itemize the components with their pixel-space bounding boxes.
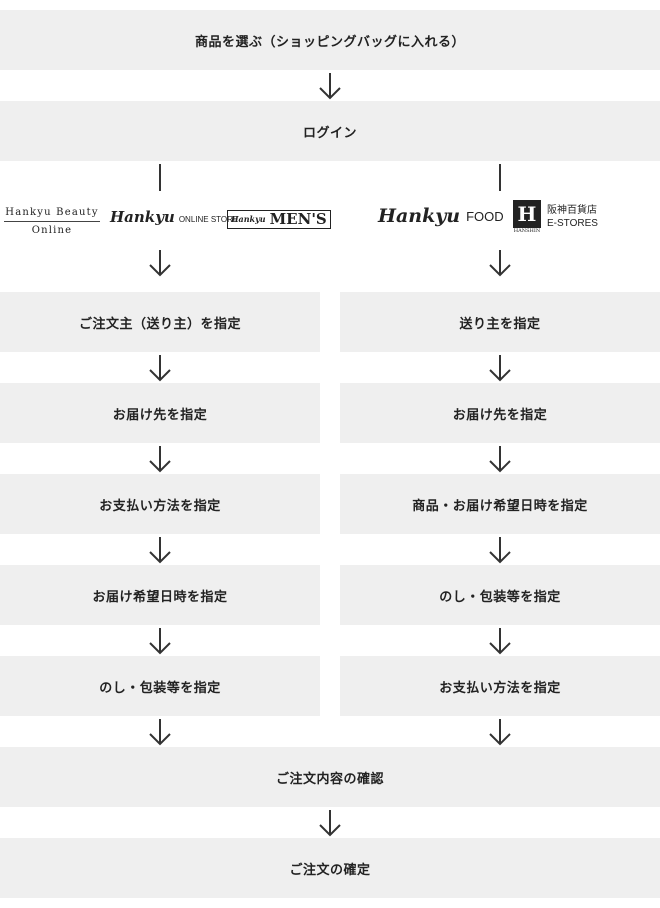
hankyu-food-logo: Hankyu FOOD bbox=[378, 205, 504, 227]
mens-script: Hankyu bbox=[231, 214, 266, 224]
right-step-1: 送り主を指定 bbox=[340, 292, 660, 352]
arrow-down-icon bbox=[319, 810, 341, 837]
logo-rule bbox=[4, 221, 100, 222]
hanshin-small: HANSHIN bbox=[513, 228, 541, 234]
step-login: ログイン bbox=[0, 101, 660, 161]
hanshin-estores-logo: H HANSHIN 阪神百貨店 E-STORES bbox=[513, 200, 598, 234]
arrow-down-icon bbox=[149, 250, 171, 277]
arrow-down-icon bbox=[489, 355, 511, 382]
arrow-down-icon bbox=[319, 73, 341, 100]
right-step-4: のし・包装等を指定 bbox=[340, 565, 660, 625]
arrow-down-icon bbox=[149, 628, 171, 655]
step-select-product: 商品を選ぶ（ショッピングバッグに入れる） bbox=[0, 10, 660, 70]
food-word: FOOD bbox=[466, 208, 504, 224]
arrow-down-icon bbox=[489, 537, 511, 564]
right-step-3: 商品・お届け希望日時を指定 bbox=[340, 474, 660, 534]
arrow-down-icon bbox=[489, 628, 511, 655]
right-step-2: お届け先を指定 bbox=[340, 383, 660, 443]
hankyu-script: Hankyu bbox=[110, 208, 175, 226]
branch-line-left bbox=[159, 164, 161, 191]
hanshin-en: E-STORES bbox=[547, 218, 598, 229]
arrow-down-icon bbox=[149, 446, 171, 473]
hankyu-beauty-line1: Hankyu Beauty bbox=[5, 207, 99, 218]
step-order-finalize: ご注文の確定 bbox=[0, 838, 660, 898]
left-step-4: お届け希望日時を指定 bbox=[0, 565, 320, 625]
left-step-1: ご注文主（送り主）を指定 bbox=[0, 292, 320, 352]
hankyu-mens-logo: Hankyu MEN'S bbox=[227, 210, 331, 229]
arrow-down-icon bbox=[149, 719, 171, 746]
right-step-5: お支払い方法を指定 bbox=[340, 656, 660, 716]
hankyu-beauty-online-logo: Hankyu Beauty Online bbox=[4, 206, 100, 237]
online-store-text: ONLINE STORE bbox=[178, 215, 239, 224]
hankyu-beauty-line2: Online bbox=[31, 225, 73, 236]
arrow-down-icon bbox=[149, 355, 171, 382]
mens-word: MEN'S bbox=[269, 210, 327, 228]
step-order-confirm: ご注文内容の確認 bbox=[0, 747, 660, 807]
hankyu-online-store-logo: Hankyu ONLINE STORE bbox=[110, 208, 238, 226]
arrow-down-icon bbox=[489, 719, 511, 746]
hanshin-jp: 阪神百貨店 bbox=[547, 205, 597, 216]
branch-line-right bbox=[499, 164, 501, 191]
hanshin-mark-icon: H bbox=[513, 200, 541, 228]
left-step-2: お届け先を指定 bbox=[0, 383, 320, 443]
left-step-3: お支払い方法を指定 bbox=[0, 474, 320, 534]
left-step-5: のし・包装等を指定 bbox=[0, 656, 320, 716]
arrow-down-icon bbox=[489, 446, 511, 473]
arrow-down-icon bbox=[149, 537, 171, 564]
arrow-down-icon bbox=[489, 250, 511, 277]
food-script: Hankyu bbox=[378, 205, 461, 227]
